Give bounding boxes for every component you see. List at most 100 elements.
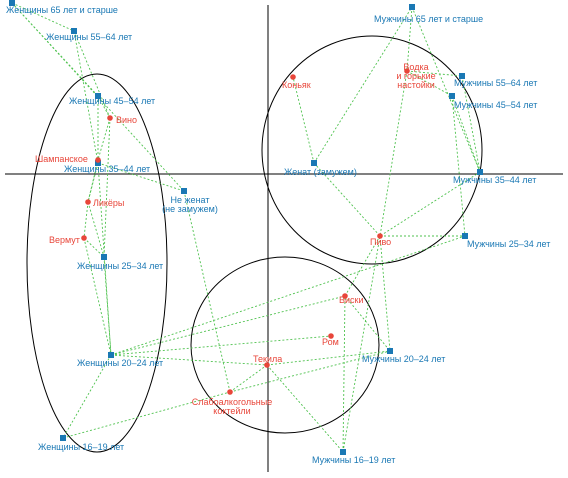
label-line: Ром	[322, 337, 339, 347]
label-line: Вермут	[49, 235, 80, 245]
link-verm-w20	[83, 237, 112, 356]
demographic-marker-w55	[71, 28, 77, 34]
label-line: настойки	[397, 80, 435, 90]
link-whisky-beer	[344, 235, 381, 297]
label-beer: Пиво	[370, 237, 391, 247]
demographic-marker-m25	[462, 233, 468, 239]
label-line: Водка	[403, 62, 428, 72]
label-line: Женщины 55–64 лет	[46, 32, 132, 42]
link-w65-w45	[11, 2, 99, 97]
link-w65-single	[11, 2, 185, 192]
link-m16-whisky	[342, 295, 346, 453]
drink-marker-rum	[328, 333, 334, 339]
link-m55-m35	[461, 75, 481, 173]
label-line: Женат (замужем)	[284, 167, 357, 177]
link-married-cognac	[292, 76, 315, 164]
label-line: Текила	[253, 354, 282, 364]
link-w35-single	[97, 162, 185, 192]
label-w16: Женщины 16–19 лет	[38, 442, 124, 452]
demographic-marker-m65	[409, 4, 415, 10]
link-w20-whisky	[110, 295, 346, 356]
demographic-marker-m55	[459, 73, 465, 79]
label-line: Пиво	[370, 237, 391, 247]
link-lowalc-m20	[229, 350, 391, 393]
label-m45: Мужчины 45–54 лет	[454, 100, 537, 110]
label-single: Не женат(не замужем)	[162, 195, 218, 214]
drink-marker-liq	[85, 199, 91, 205]
drink-marker-tequila	[264, 362, 270, 368]
demographic-marker-m45	[449, 93, 455, 99]
link-m45-m25	[451, 95, 466, 237]
label-line: коктейли	[213, 406, 250, 416]
label-line: Вино	[116, 115, 137, 125]
label-line: Женщины 25–34 лет	[77, 261, 163, 271]
label-rum: Ром	[322, 337, 339, 347]
demographic-marker-m16	[340, 449, 346, 455]
demographic-marker-w35	[95, 160, 101, 166]
link-m65-vodka	[406, 6, 413, 72]
label-m55: Мужчины 55–64 лет	[454, 78, 537, 88]
demographic-marker-w20	[108, 352, 114, 358]
label-m65: Мужчины 65 лет и старше	[374, 14, 483, 24]
link-married-m65	[313, 6, 413, 164]
label-w20: Женщины 20–24 лет	[77, 358, 163, 368]
label-wine: Вино	[116, 115, 137, 125]
link-w25-w20	[103, 256, 112, 356]
demographic-marker-married	[311, 160, 317, 166]
label-married: Женат (замужем)	[284, 167, 357, 177]
link-m16-beer	[342, 235, 381, 453]
label-line: Коньяк	[282, 80, 311, 90]
cluster-ellipse-men-older	[261, 35, 483, 265]
label-line: (не замужем)	[162, 204, 218, 214]
drink-marker-beer	[377, 233, 383, 239]
label-line: Женщины 16–19 лет	[38, 442, 124, 452]
link-vodka-beer	[379, 70, 408, 237]
label-line: Ликёры	[93, 198, 124, 208]
link-m45-m35	[451, 95, 481, 173]
label-line: Мужчины 16–19 лет	[312, 455, 395, 465]
link-champ-liq	[87, 159, 99, 203]
drink-marker-cognac	[290, 74, 296, 80]
link-vodka-m45	[406, 70, 453, 97]
label-w35: Женщины 35–44 лет	[64, 164, 150, 174]
drink-marker-lowalc	[227, 389, 233, 395]
label-champ: Шампанское	[35, 154, 88, 164]
link-tequila-m16	[266, 364, 344, 453]
drink-marker-champ	[95, 157, 101, 163]
label-whisky: Виски	[339, 295, 364, 305]
markers-layer	[9, 0, 483, 455]
demographic-marker-single	[181, 188, 187, 194]
link-liq-verm	[83, 201, 89, 239]
label-m16: Мужчины 16–19 лет	[312, 455, 395, 465]
link-w65-w55	[11, 2, 75, 32]
link-w45-wine	[97, 95, 111, 119]
label-m25: Мужчины 25–34 лет	[467, 239, 550, 249]
cluster-ellipses	[26, 35, 483, 453]
label-cognac: Коньяк	[282, 80, 311, 90]
axes	[5, 5, 563, 472]
label-liq: Ликёры	[93, 198, 124, 208]
link-w20-rum	[110, 335, 332, 356]
label-line: Мужчины 35–44 лет	[453, 175, 536, 185]
demographic-marker-w16	[60, 435, 66, 441]
label-line: Мужчины 20–24 лет	[362, 354, 445, 364]
label-w65: Женщины 65 лет и старше	[6, 5, 118, 15]
link-tequila-m20	[266, 350, 391, 366]
drink-marker-whisky	[342, 293, 348, 299]
label-tequila: Текила	[253, 354, 282, 364]
label-m35: Мужчины 35–44 лет	[453, 175, 536, 185]
label-line: Мужчины 45–54 лет	[454, 100, 537, 110]
link-lowalc-tequila	[229, 364, 268, 393]
label-line: Женщины 20–24 лет	[77, 358, 163, 368]
label-line: Мужчины 65 лет и старше	[374, 14, 483, 24]
drink-marker-vodka	[404, 68, 410, 74]
link-married-beer	[313, 162, 381, 237]
drink-marker-verm	[81, 235, 87, 241]
links-layer	[11, 2, 481, 453]
demographic-marker-w45	[95, 93, 101, 99]
